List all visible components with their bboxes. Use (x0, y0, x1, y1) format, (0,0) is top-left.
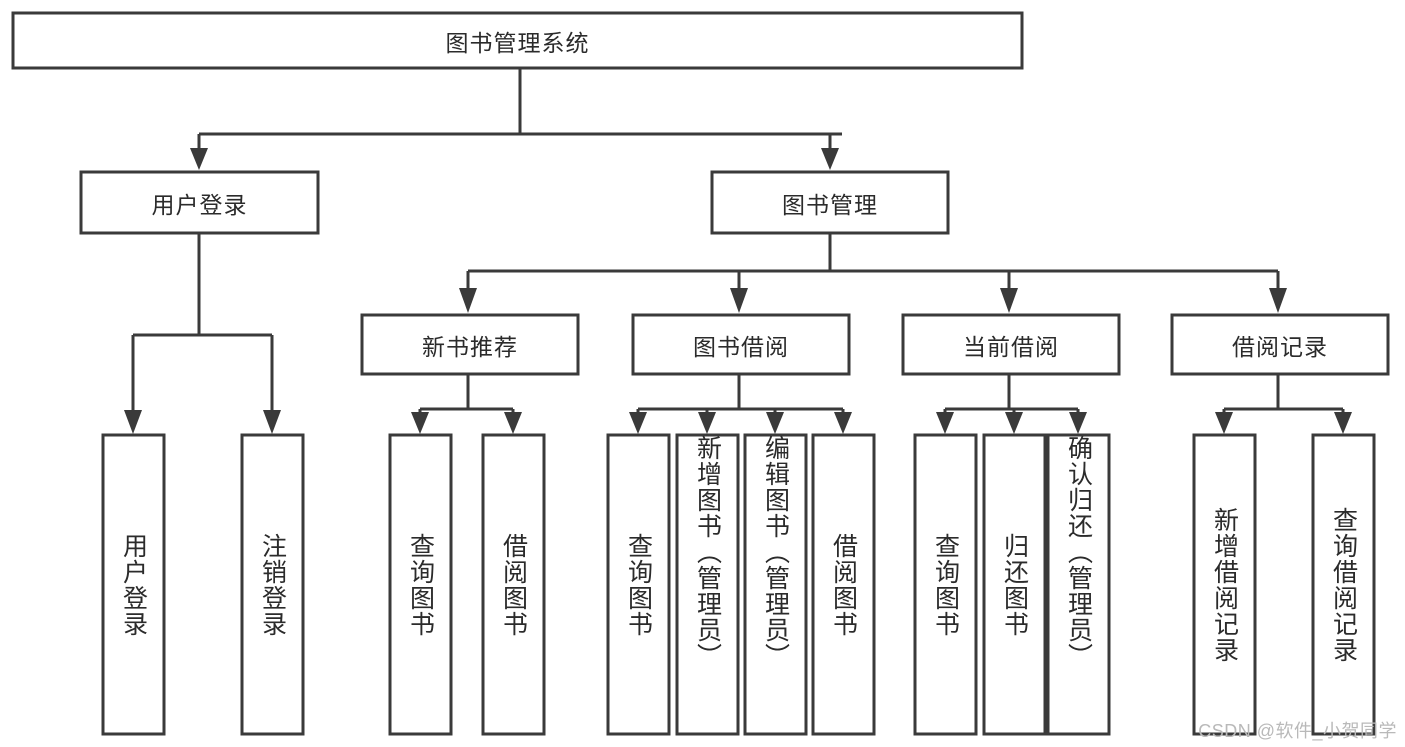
node-user-login[interactable] (79, 170, 320, 235)
arrowhead-current-to-leaf3 (1069, 412, 1087, 434)
arrowhead-borrow-to-leaf4 (834, 412, 852, 434)
node-leaf-user-login[interactable] (101, 433, 166, 736)
edge-group-borrow (629, 374, 852, 434)
node-leaf-add-book-admin[interactable] (675, 433, 740, 736)
node-leaf-edit-book-admin[interactable] (743, 433, 808, 736)
node-book-borrowing[interactable] (631, 313, 851, 376)
edge-group-newbook (411, 374, 522, 434)
node-leaf-confirm-return-admin[interactable] (1046, 433, 1111, 736)
arrowhead-root-to-userlogin (190, 148, 208, 170)
arrowhead-borrow-to-leaf2 (698, 412, 716, 434)
edge-group-bookmgmt (459, 233, 1287, 313)
edge-group-root (190, 68, 842, 170)
node-leaf-logout[interactable] (240, 433, 305, 736)
arrowhead-borrow-to-leaf3 (766, 412, 784, 434)
node-leaf-query-books-borrow[interactable] (606, 433, 671, 736)
arrowhead-records-to-leaf1 (1215, 412, 1233, 434)
arrowhead-bookmgmt-to-current (1000, 288, 1018, 313)
arrowhead-bookmgmt-to-records (1269, 288, 1287, 313)
arrowhead-userlogin-to-leaf1 (124, 410, 142, 434)
edge-group-current (936, 374, 1087, 434)
csdn-watermark: CSDN @软件_小贺同学 (1198, 721, 1397, 741)
arrowhead-bookmgmt-to-borrow (730, 288, 748, 313)
arrowhead-records-to-leaf2 (1334, 412, 1352, 434)
arrowhead-newbook-to-leaf2 (504, 412, 522, 434)
node-current-borrowing[interactable] (901, 313, 1121, 376)
arrowhead-root-to-bookmgmt (821, 148, 839, 170)
node-leaf-query-books-current[interactable] (913, 433, 978, 736)
node-leaf-query-books-newbook[interactable] (388, 433, 453, 736)
node-leaf-query-borrow-record[interactable] (1311, 433, 1376, 736)
node-leaf-borrow-books-newbook[interactable] (481, 433, 546, 736)
node-borrow-records[interactable] (1170, 313, 1390, 376)
arrowhead-borrow-to-leaf1 (629, 412, 647, 434)
node-book-management[interactable] (710, 170, 950, 235)
arrowhead-userlogin-to-leaf2 (263, 410, 281, 434)
node-new-book-recommendation[interactable] (360, 313, 580, 376)
node-leaf-return-books[interactable] (982, 433, 1047, 736)
arrowhead-current-to-leaf1 (936, 412, 954, 434)
edge-group-userlogin (124, 233, 281, 434)
node-leaf-add-borrow-record[interactable] (1192, 433, 1257, 736)
edge-group-records (1215, 374, 1352, 434)
node-root-book-management-system[interactable] (11, 11, 1024, 70)
arrowhead-newbook-to-leaf1 (411, 412, 429, 434)
arrowhead-bookmgmt-to-newbook (459, 288, 477, 313)
node-leaf-borrow-books[interactable] (811, 433, 876, 736)
arrowhead-current-to-leaf2 (1005, 412, 1023, 434)
